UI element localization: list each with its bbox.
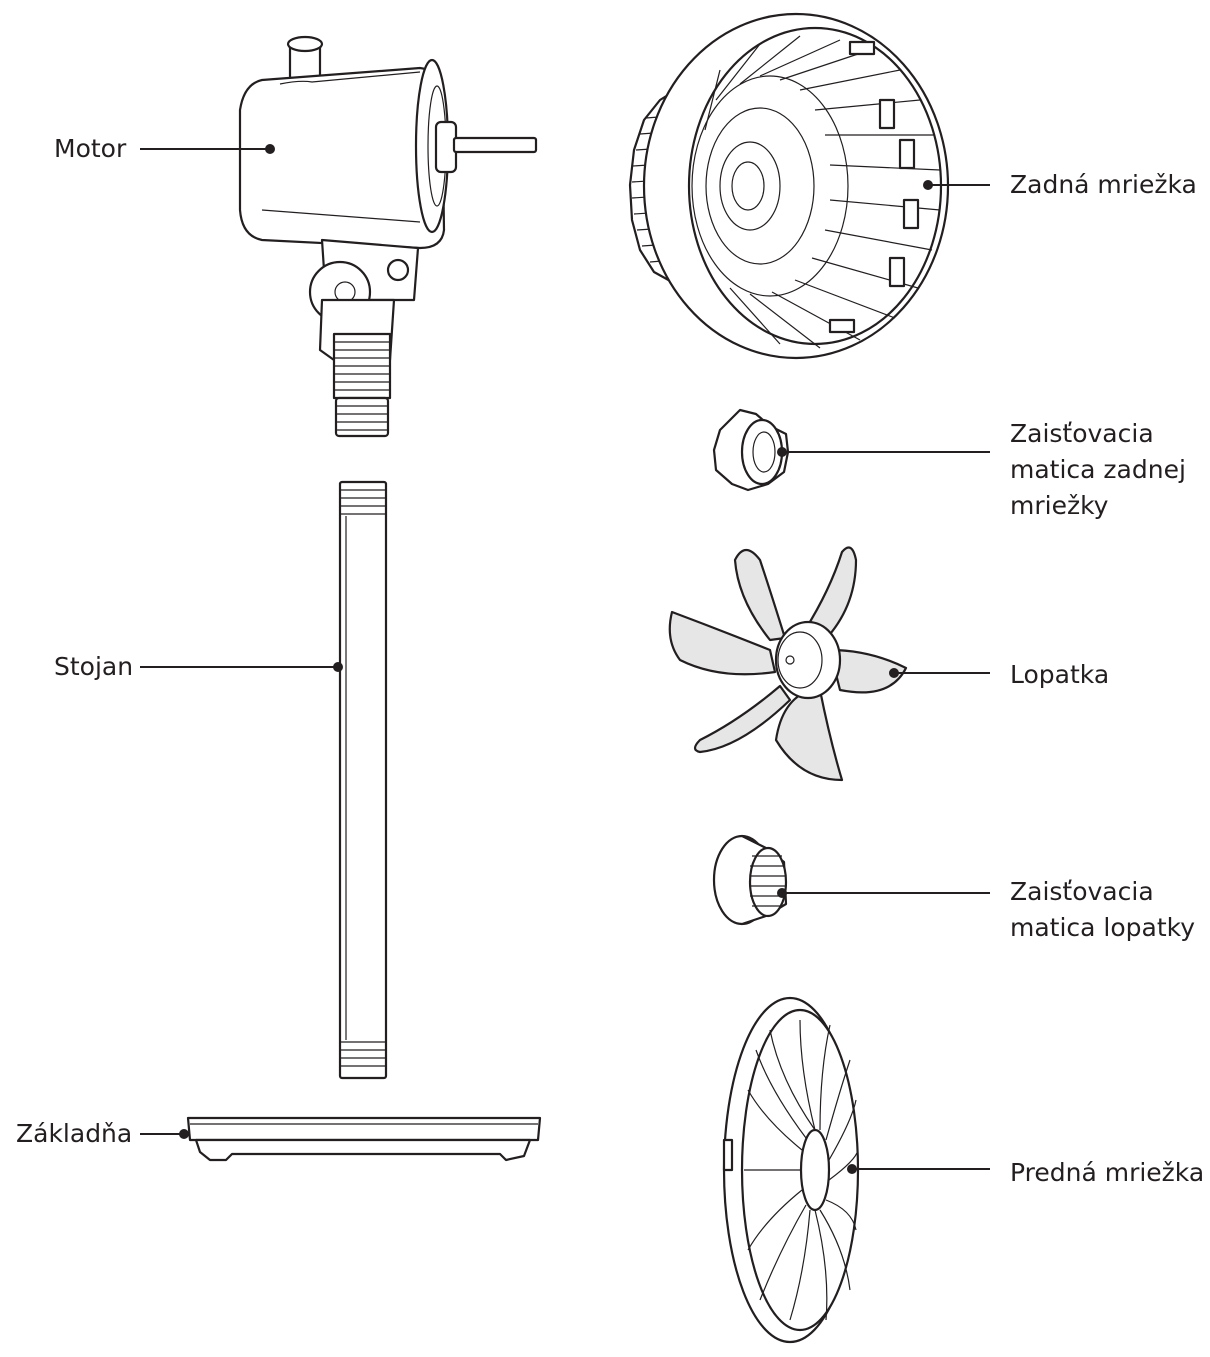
- rear-grille-nut-part: [712, 408, 790, 492]
- motor-part: [238, 35, 538, 438]
- label-motor: Motor: [54, 134, 127, 163]
- label-rear-grille: Zadná mriežka: [1010, 170, 1197, 199]
- front-grille-part: [722, 996, 860, 1344]
- label-stand: Stojan: [54, 652, 134, 681]
- base-part: [186, 1116, 542, 1162]
- blade-part: [668, 546, 908, 782]
- leader-lines: [140, 144, 990, 1174]
- label-front-grille: Predná mriežka: [1010, 1158, 1205, 1187]
- blade-nut-part: [712, 834, 788, 926]
- label-rear-grille-nut: Zaisťovacia matica zadnej mriežky: [1010, 419, 1186, 520]
- label-base: Základňa: [16, 1119, 133, 1148]
- rear-grille-part: [628, 12, 950, 360]
- label-blade: Lopatka: [1010, 660, 1110, 689]
- label-blade-nut: Zaisťovacia matica lopatky: [1010, 877, 1196, 942]
- stand-part: [338, 480, 388, 1080]
